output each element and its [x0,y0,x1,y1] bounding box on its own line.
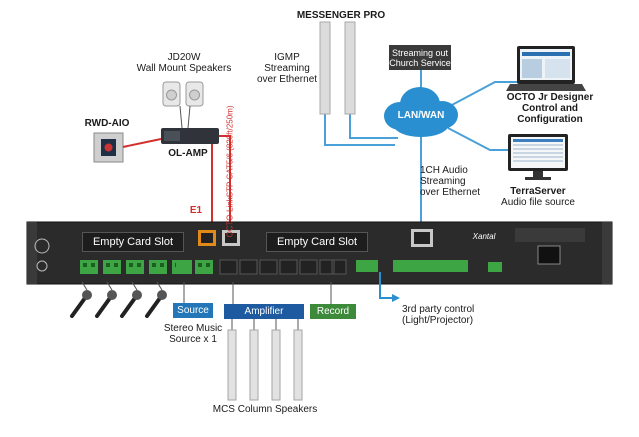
jd20w-label: JD20W Wall Mount Speakers [136,52,232,74]
output-connector [239,259,258,275]
lan-cloud [384,87,458,137]
speaker-cone [166,89,177,101]
card-slot-2: Empty Card Slot [266,232,368,252]
mic-cable [106,281,113,291]
red-link [122,138,162,148]
card-slot-1: Empty Card Slot [82,232,184,252]
input-connector [80,260,98,274]
lan-wan-label: LAN/WAN [397,110,445,121]
network-line [449,81,518,107]
column-speaker [293,329,303,401]
mcs-speakers-label: MCS Column Speakers [212,404,318,415]
streaming-box [389,45,451,70]
iec-power-inlet [537,245,561,265]
ol-amp-label: OL-AMP [168,148,208,159]
mic-handle [120,296,137,318]
control-connector [356,260,378,272]
connector-pin [106,263,110,267]
mic-handle [70,296,87,318]
warning-label [515,228,585,242]
server-monitor-icon [508,134,568,180]
streaming-box-label: Streaming out Church Service [389,48,451,68]
control-wire [379,272,392,299]
input-connector [103,260,121,274]
audio-stream-label: 1CH Audio Streaming over Ethernet [420,165,481,198]
connector-pin [83,263,87,267]
red-link [219,135,231,236]
connector-pin [129,263,133,267]
network-line [447,127,508,151]
network-line [324,110,395,146]
stereo-music-label: Stereo Music Source x 1 [163,323,223,345]
messenger-column [319,21,331,115]
speaker-wire [187,105,191,129]
power-connector [488,262,502,272]
speaker-wire [179,105,183,129]
network-line [349,110,398,139]
output-connector [333,259,347,275]
mic-handle [145,296,162,318]
messenger-pro-label: MESSENGER PRO [296,10,386,21]
input-connector [195,260,213,274]
output-connector [259,259,278,275]
brand-label: Xantal [472,232,496,241]
chassis-ear-left [27,222,37,284]
connector-pin [206,263,210,267]
third-party-label: 3rd party control (Light/Projector) [402,304,475,326]
microphone-icon [132,290,142,300]
microphone-icon [107,290,117,300]
connector-pin [198,263,202,267]
column-speaker [227,329,237,401]
microphone-icon [157,290,167,300]
amplifier-pill: Amplifier [224,304,304,319]
input-connector [149,260,167,274]
output-connector [219,259,238,275]
microphones [70,281,167,318]
connector-pin [91,263,95,267]
terraserver-title: TerraServer [510,186,566,197]
connector-pin [160,263,164,267]
mic-cable [156,281,163,291]
output-connector [319,259,333,275]
chassis-ear-right [602,222,612,284]
input-connector [126,260,144,274]
rwd-aio-label: RWD-AIO [84,118,130,129]
column-speaker [249,329,259,401]
igmp-label: IGMP Streaming over Ethernet [257,52,318,85]
ethernet-port-inner [414,232,430,244]
terraserver-subtitle: Audio file source [501,197,575,208]
connector-pin [114,263,118,267]
speaker-cone [189,89,200,101]
certification-logo [34,238,50,254]
microphone-icon [82,290,92,300]
e1-label: E1 [189,205,203,216]
mic-cable [81,281,88,291]
octo-link-stp-label: OCTO-LinkSTP CAT5/6 (820ft/250m) [225,105,235,238]
octo-designer-label: OCTO Jr Designer Control and Configurati… [506,92,594,125]
laptop-icon [506,46,586,91]
arrow-head [392,294,400,302]
output-connector [279,259,298,275]
mcs-column-speakers [227,319,303,401]
black-output-connectors [219,259,347,275]
green-input-connectors [80,260,213,274]
mic-handle [95,296,112,318]
output-connector [299,259,318,275]
input-connector [176,260,192,274]
source-1-pill: Source 1 [173,303,213,331]
column-speaker [271,329,281,401]
mic-cable [131,281,138,291]
io-connector [393,260,468,272]
panel-knob [104,143,113,152]
record-out-pill: Record out [310,304,356,332]
ol-amp-front [164,131,180,141]
connector-pin [152,263,156,267]
octo-link-port-inner [201,233,213,243]
connector-pin [137,263,141,267]
certification-logo [36,260,48,272]
messenger-column [344,21,356,115]
octo-link-port-inner [225,233,237,243]
